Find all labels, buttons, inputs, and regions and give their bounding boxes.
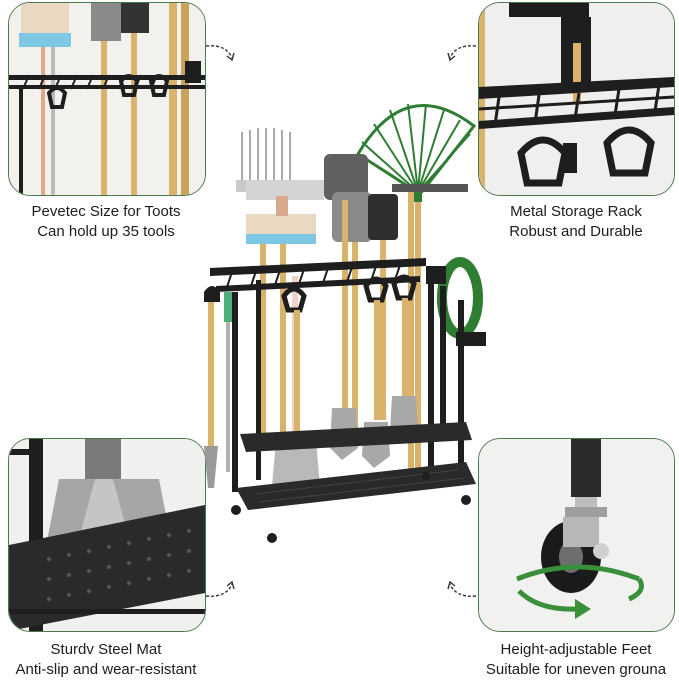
caption-tool-capacity: Pevetec Size for Toots Can hold up 35 to… [0, 202, 212, 242]
tool-capacity-illustration [9, 3, 205, 195]
storage-rack-illustration [479, 3, 674, 195]
caption-adjustable-feet-line1: Height-adjustable Feet [500, 641, 652, 658]
steel-mat-illustration [9, 439, 205, 631]
garden-tool-rack-product-image [204, 103, 486, 543]
caption-steel-mat-line1: Sturdv Steel Mat [50, 641, 162, 658]
steel-mat-detail-panel [8, 438, 206, 632]
caster-wheel-illustration [479, 439, 674, 631]
caption-adjustable-feet-line2: Suitable for uneven grouna [485, 661, 667, 678]
curved-arrow-icon [447, 580, 477, 597]
caption-tool-capacity-line1: Pevetec Size for Toots [31, 203, 181, 220]
adjustable-feet-detail-panel [478, 438, 675, 632]
curved-arrow-icon [447, 45, 477, 62]
curved-arrow-icon [205, 580, 235, 597]
caption-steel-mat-line2: Anti-slip and wear-resistant [15, 661, 197, 678]
caption-steel-mat: Sturdv Steel Mat Anti-slip and wear-resi… [0, 640, 216, 680]
leaf-rake [355, 103, 477, 472]
storage-rack-detail-panel [478, 2, 675, 196]
caption-storage-rack-line2: Robust and Durable [509, 223, 643, 240]
fork [241, 128, 291, 180]
tool-capacity-detail-panel [8, 2, 206, 196]
caption-adjustable-feet: Height-adjustable Feet Suitable for unev… [466, 640, 679, 680]
curved-arrow-icon [205, 45, 235, 62]
caption-storage-rack: Metal Storage Rack Robust and Durable [470, 202, 679, 242]
caption-storage-rack-line1: Metal Storage Rack [510, 203, 642, 220]
caption-tool-capacity-line2: Can hold up 35 tools [37, 223, 175, 240]
